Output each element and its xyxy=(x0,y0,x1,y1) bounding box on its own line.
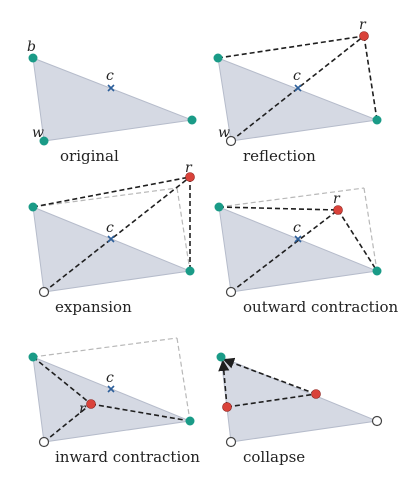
caption-collapse: collapse xyxy=(243,448,305,466)
label-w: w xyxy=(218,125,230,141)
vertex xyxy=(214,202,224,212)
contraction-line xyxy=(43,403,92,443)
centroid-marker xyxy=(107,84,115,92)
caption-reflection: reflection xyxy=(243,147,316,165)
edge xyxy=(217,35,365,59)
point-r xyxy=(333,205,343,215)
vertex-removed xyxy=(371,415,383,427)
label-r: r xyxy=(359,17,367,33)
edge xyxy=(32,176,191,208)
contraction-line xyxy=(230,209,339,293)
point-r xyxy=(185,172,195,182)
previous-edge xyxy=(32,187,178,208)
vertex xyxy=(185,266,195,276)
label-r: r xyxy=(79,401,87,417)
point-r xyxy=(86,399,96,409)
edge xyxy=(363,35,378,121)
panel-reflection: r c w reflection xyxy=(213,17,382,165)
label-w: w xyxy=(32,125,44,141)
centroid-marker xyxy=(294,235,302,243)
simplex-triangle xyxy=(220,356,379,443)
vertex xyxy=(213,53,223,63)
new-vertex xyxy=(311,389,321,399)
vertex-removed xyxy=(225,436,237,448)
panel-collapse: collapse xyxy=(216,352,383,466)
vertex-w-removed xyxy=(38,286,50,298)
panel-expansion: r c expansion xyxy=(28,160,195,316)
edge xyxy=(90,403,191,422)
label-r: r xyxy=(185,160,193,176)
vertex-w-removed xyxy=(38,436,50,448)
label-c: c xyxy=(106,370,114,386)
vertex xyxy=(185,416,195,426)
vertex xyxy=(372,115,382,125)
label-c: c xyxy=(293,68,301,84)
vertex xyxy=(216,352,226,362)
vertex-b xyxy=(28,53,38,63)
edge xyxy=(218,206,339,211)
previous-edge xyxy=(32,337,178,358)
label-c: c xyxy=(293,220,301,236)
panel-original: b c w original xyxy=(27,39,197,165)
vertex-w-removed xyxy=(225,286,237,298)
vertex-w xyxy=(39,136,49,146)
previous-edge xyxy=(176,187,191,272)
label-b: b xyxy=(27,39,36,55)
edge xyxy=(32,356,92,405)
vertex xyxy=(28,202,38,212)
new-vertex xyxy=(222,402,232,412)
edge xyxy=(226,393,317,408)
shrink-arrow xyxy=(222,357,317,395)
centroid-marker xyxy=(107,235,115,243)
previous-edge xyxy=(218,187,365,208)
caption-inward-contraction: inward contraction xyxy=(55,448,200,466)
point-r xyxy=(359,31,369,41)
edge xyxy=(337,209,378,272)
vertex xyxy=(28,352,38,362)
label-c: c xyxy=(106,68,114,84)
panel-inward-contraction: r c inward contraction xyxy=(28,337,200,466)
caption-original: original xyxy=(60,147,119,165)
label-c: c xyxy=(106,220,114,236)
centroid-marker xyxy=(294,84,302,92)
vertex xyxy=(372,266,382,276)
label-r: r xyxy=(333,191,341,207)
expansion-line xyxy=(43,176,191,293)
previous-edge xyxy=(363,187,378,272)
centroid-marker xyxy=(107,385,115,393)
panel-outward-contraction: r c outward contraction xyxy=(214,187,399,316)
caption-outward-contraction: outward contraction xyxy=(243,298,399,316)
vertex xyxy=(187,115,197,125)
previous-edge xyxy=(176,337,191,422)
vertex-w-removed xyxy=(225,135,237,147)
caption-expansion: expansion xyxy=(55,298,132,316)
